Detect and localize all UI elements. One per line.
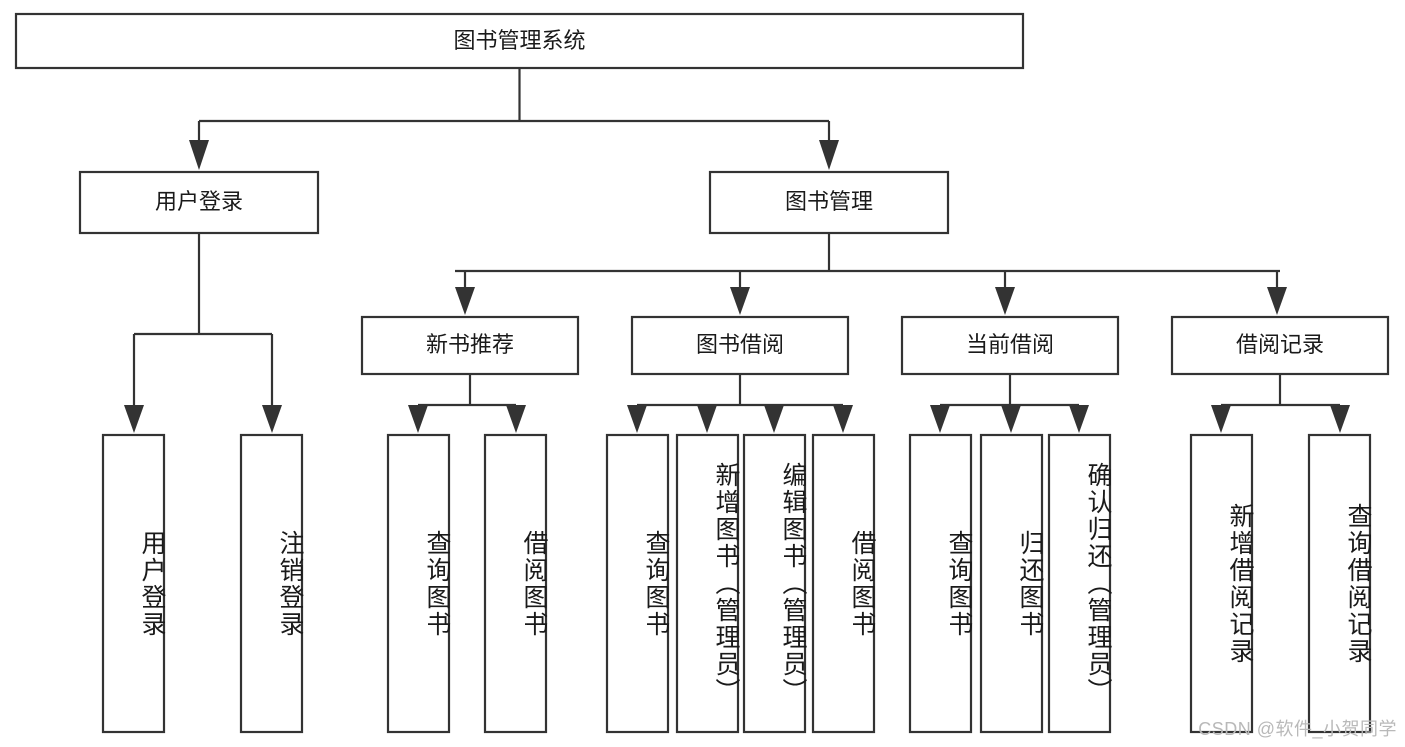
connector-group-book-manage: [455, 233, 1287, 315]
node-book-borrow-box[interactable]: [630, 315, 850, 376]
arrow-head-leaf-query-book-2: [627, 405, 647, 433]
connector-group-borrow-record: [1211, 374, 1350, 433]
arrow-head-leaf-confirm-return: [1069, 405, 1089, 433]
connector-group-new-book-rec: [408, 374, 526, 433]
leaf-node-box[interactable]: [239, 433, 304, 734]
arrow-head-new-book-rec: [455, 287, 475, 315]
node-current-borrow[interactable]: 当前借阅: [900, 315, 1120, 376]
connector-group-book-borrow: [627, 374, 853, 433]
arrow-head-leaf-return-book: [1001, 405, 1021, 433]
node-borrow-record-box[interactable]: [1170, 315, 1390, 376]
arrow-head-leaf-borrow-book-2: [833, 405, 853, 433]
arrow-head-book-borrow: [730, 287, 750, 315]
leaf-node-box[interactable]: [386, 433, 451, 734]
arrow-head-leaf-query-record: [1330, 405, 1350, 433]
node-user-login[interactable]: 用户登录: [78, 170, 320, 235]
leaf-node-box[interactable]: [908, 433, 973, 734]
leaf-node-box[interactable]: [742, 433, 807, 734]
leaf-node-box[interactable]: [1047, 433, 1112, 734]
node-current-borrow-box[interactable]: [900, 315, 1120, 376]
node-book-borrow-label: 图书借阅: [696, 332, 784, 357]
leaf-node-box[interactable]: [1307, 433, 1372, 734]
node-new-book-rec-label: 新书推荐: [426, 332, 514, 357]
arrow-head-current-borrow: [995, 287, 1015, 315]
node-new-book-rec-box[interactable]: [360, 315, 580, 376]
node-current-borrow-label: 当前借阅: [966, 332, 1054, 357]
arrow-head-leaf-borrow-book-1: [506, 405, 526, 433]
leaf-node-boxes: [101, 433, 1372, 734]
node-user-login-box[interactable]: [78, 170, 320, 235]
arrow-head-user-login: [189, 140, 209, 170]
leaf-node-box[interactable]: [811, 433, 876, 734]
node-root[interactable]: 图书管理系统: [14, 12, 1025, 70]
node-user-login-label: 用户登录: [155, 189, 243, 214]
arrow-head-leaf-edit-book: [764, 405, 784, 433]
node-book-manage-box[interactable]: [708, 170, 950, 235]
leaf-node-box[interactable]: [483, 433, 548, 734]
node-book-borrow[interactable]: 图书借阅: [630, 315, 850, 376]
node-root-label: 图书管理系统: [453, 28, 585, 53]
arrow-head-leaf-add-record: [1211, 405, 1231, 433]
node-borrow-record-label: 借阅记录: [1236, 332, 1324, 357]
leaf-node-box[interactable]: [1189, 433, 1254, 734]
node-borrow-record[interactable]: 借阅记录: [1170, 315, 1390, 376]
connector-group-user-login: [124, 233, 282, 433]
arrow-head-book-manage: [819, 140, 839, 170]
connector-group-current-borrow: [930, 374, 1089, 433]
arrow-head-leaf-query-book-1: [408, 405, 428, 433]
connector-group-root: [189, 68, 839, 170]
arrow-head-leaf-add-book: [697, 405, 717, 433]
leaf-node-box[interactable]: [605, 433, 670, 734]
leaf-node-box[interactable]: [101, 433, 166, 734]
node-book-manage[interactable]: 图书管理: [708, 170, 950, 235]
arrow-head-leaf-logout: [262, 405, 282, 433]
node-book-manage-label: 图书管理: [785, 189, 873, 214]
arrow-head-borrow-record: [1267, 287, 1287, 315]
arrow-head-leaf-query-book-3: [930, 405, 950, 433]
leaf-node-box[interactable]: [675, 433, 740, 734]
leaf-node-box[interactable]: [979, 433, 1044, 734]
node-new-book-rec[interactable]: 新书推荐: [360, 315, 580, 376]
node-root-box[interactable]: [14, 12, 1025, 70]
arrow-head-leaf-user-login: [124, 405, 144, 433]
